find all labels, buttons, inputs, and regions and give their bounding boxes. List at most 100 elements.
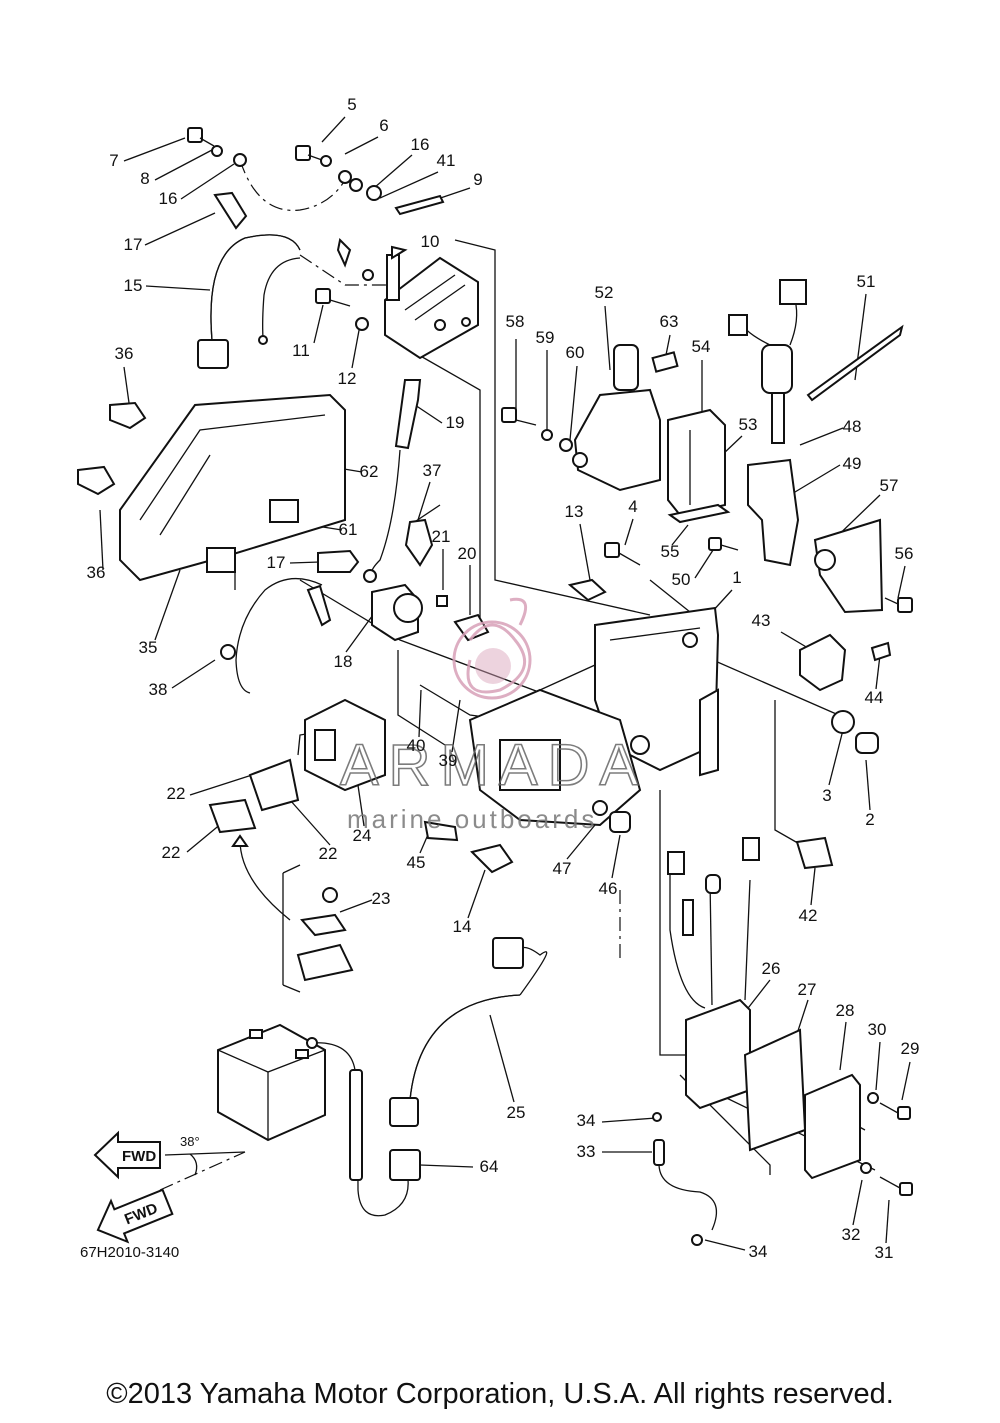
watermark-title: ARMADA <box>340 733 648 798</box>
part-label-59: 59 <box>536 328 555 347</box>
part-label-49: 49 <box>843 454 862 473</box>
tie-51 <box>806 324 904 402</box>
bracket-1 <box>468 606 720 827</box>
part-label-23: 23 <box>372 889 391 908</box>
part-label-37: 37 <box>423 461 442 480</box>
washer-60 <box>559 438 573 452</box>
part-label-9: 9 <box>473 170 482 189</box>
cdi-unit-26 <box>685 998 861 1180</box>
battery <box>217 1023 326 1142</box>
watermark-subtitle: marine outboards <box>347 804 597 834</box>
diagram-code: 67H2010-3140 <box>80 1244 179 1261</box>
collar-2 <box>855 732 879 754</box>
fwd-label-upper: FWD <box>122 1148 156 1165</box>
label-63 <box>651 351 679 373</box>
part-label-32: 32 <box>842 1225 861 1244</box>
part-label-48: 48 <box>843 417 862 436</box>
fwd-arrow-lower: FWD <box>96 1188 174 1244</box>
elbow-17b <box>317 549 360 573</box>
part-label-28: 28 <box>836 1001 855 1020</box>
plug-48 <box>728 279 807 444</box>
part-label-8: 8 <box>140 169 149 188</box>
clip-14 <box>470 843 514 874</box>
part-label-54: 54 <box>692 337 711 356</box>
clamp-37 <box>404 518 434 567</box>
sensor-45 <box>423 820 459 842</box>
part-label-16: 16 <box>159 189 178 208</box>
bolt-4 <box>604 542 641 566</box>
part-label-13: 13 <box>565 502 584 521</box>
part-label-43: 43 <box>752 611 771 630</box>
washer-16c <box>349 178 363 192</box>
clip-42 <box>795 836 834 870</box>
bolt-50 <box>708 537 739 551</box>
connector-26a <box>667 851 685 875</box>
part-label-25: 25 <box>507 1103 526 1122</box>
part-label-44: 44 <box>865 688 884 707</box>
part-label-31: 31 <box>875 1243 894 1262</box>
holder-49 <box>747 458 800 567</box>
bushing-46 <box>609 811 631 833</box>
part-label-53: 53 <box>739 415 758 434</box>
part-label-11: 11 <box>292 341 310 360</box>
part-label-29: 29 <box>901 1039 920 1058</box>
part-label-17: 17 <box>267 553 286 572</box>
part-label-58: 58 <box>506 312 525 331</box>
washer-30 <box>867 1092 879 1104</box>
part-label-30: 30 <box>868 1020 887 1039</box>
part-label-34: 34 <box>577 1111 596 1130</box>
watermark: ARMADA marine outboards <box>339 597 648 834</box>
part-label-6: 6 <box>379 116 388 135</box>
part-label-10: 10 <box>421 232 440 251</box>
part-label-2: 2 <box>865 810 874 829</box>
washer-32 <box>860 1162 872 1174</box>
terminal-34a <box>652 1112 662 1122</box>
part-label-24: 24 <box>353 826 372 845</box>
connector-15 <box>197 339 229 369</box>
part-label-36: 36 <box>115 344 134 363</box>
part-label-36: 36 <box>87 563 106 582</box>
part-label-22: 22 <box>162 843 181 862</box>
part-label-55: 55 <box>661 542 680 561</box>
part-label-56: 56 <box>895 544 914 563</box>
washer-16 <box>233 153 247 167</box>
part-label-20: 20 <box>458 544 477 563</box>
bolt-58 <box>501 407 537 426</box>
connector-64b <box>389 1149 421 1181</box>
part-label-22: 22 <box>167 784 186 803</box>
pin-33 <box>653 1139 665 1166</box>
part-label-3: 3 <box>822 786 831 805</box>
terminal-9 <box>394 194 445 216</box>
rectifier-10 <box>384 245 479 360</box>
part-label-19: 19 <box>446 413 465 432</box>
elbow-17 <box>213 191 248 230</box>
part-label-51: 51 <box>857 272 876 291</box>
part-label-22: 22 <box>319 844 338 863</box>
clip-36b <box>77 465 116 496</box>
wire-end <box>336 237 352 268</box>
parts <box>77 127 913 1246</box>
grommet-3 <box>831 710 855 734</box>
part-label-62: 62 <box>360 462 379 481</box>
part-label-15: 15 <box>124 276 143 295</box>
part-label-12: 12 <box>338 369 357 388</box>
ignition-coil-52 <box>572 344 661 492</box>
plug-cap-19 <box>394 379 422 450</box>
watermark-logo-icon <box>452 597 532 700</box>
bracket-54 <box>667 408 731 524</box>
part-label-4: 4 <box>628 497 637 516</box>
connector-64a <box>389 1097 419 1127</box>
clip-13 <box>567 578 607 602</box>
screw-23 <box>322 887 338 903</box>
copyright-notice: ©2013 Yamaha Motor Corporation, U.S.A. A… <box>106 1378 894 1410</box>
holder-22b <box>208 798 257 834</box>
bolt-7 <box>187 127 215 147</box>
part-label-18: 18 <box>334 652 353 671</box>
part-label-41: 41 <box>437 151 456 170</box>
part-label-39: 39 <box>439 751 458 770</box>
washer-59 <box>541 429 553 441</box>
part-label-1: 1 <box>732 568 741 587</box>
terminal-38 <box>220 644 236 660</box>
screw-21 <box>436 595 448 607</box>
